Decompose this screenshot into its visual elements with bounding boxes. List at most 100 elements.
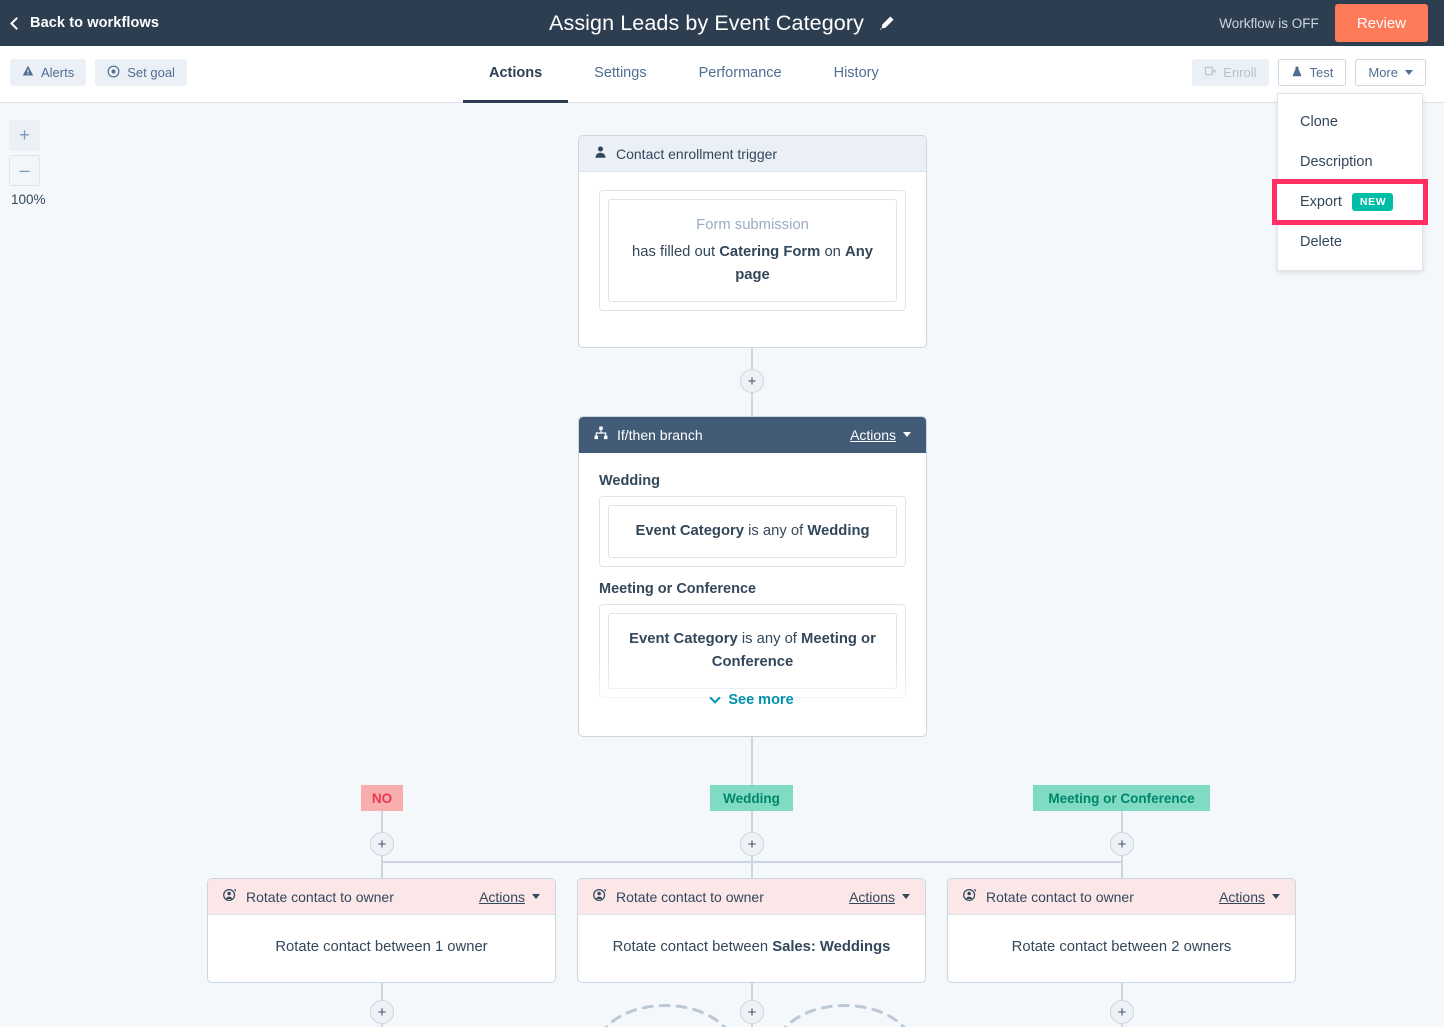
trigger-card-title: Contact enrollment trigger [616,145,778,162]
rotate-card-actions-menu-no[interactable]: Actions [479,889,540,905]
tab-settings[interactable]: Settings [594,65,647,81]
add-step-wedding-branch[interactable]: + [740,832,764,856]
trigger-filter-inner: Form submission has filled out Catering … [608,199,897,302]
rotate-body-value-no: 1 owner [434,939,488,955]
goto-connection-arcs [604,1004,906,1027]
trigger-filter-type: Form submission [696,217,809,233]
branch-pill-no: NO [361,785,403,811]
add-step-below-rotate-wedding[interactable]: + [740,1000,764,1024]
test-button[interactable]: Test [1277,59,1347,86]
branch-card-actions-menu[interactable]: Actions [850,427,911,443]
add-step-no-branch[interactable]: + [370,832,394,856]
see-more-link[interactable]: See more [579,692,926,708]
branch-card-header: If/then branch Actions [579,417,926,453]
enroll-button[interactable]: Enroll [1192,59,1269,86]
rotate-contact-card-meeting[interactable]: Rotate contact to owner Actions Rotate c… [947,878,1296,983]
trigger-filter-detail: has filled out Catering Form on Any page [625,241,880,287]
trigger-filter-mid: on [820,243,846,260]
branch-icon [594,426,608,443]
tab-history[interactable]: History [833,65,879,81]
back-to-workflows-label: Back to workflows [30,15,160,31]
chevron-left-icon [10,16,23,30]
menu-item-description[interactable]: Description [1278,142,1422,182]
nav-bar: Alerts Set goal Actions Settings Perform… [0,46,1444,103]
branch-filter-outer-wedding: Event Category is any of Wedding [599,496,906,567]
rotate-card-body-meeting: Rotate contact between 2 owners [948,915,1295,979]
nav-left-group: Alerts Set goal [10,59,187,86]
more-button[interactable]: More [1355,59,1426,86]
connector-no-down [381,804,383,914]
add-step-meeting-branch[interactable]: + [1110,832,1134,856]
zoom-controls: + – 100% [9,120,49,207]
trigger-filter-outer: Form submission has filled out Catering … [599,190,906,311]
enroll-label: Enroll [1223,65,1257,80]
review-button[interactable]: Review [1334,4,1428,42]
alerts-button[interactable]: Alerts [10,59,87,86]
add-step-below-rotate-no[interactable]: + [370,1000,394,1024]
branch-filter-inner-meeting: Event Category is any of Meeting or Conf… [608,612,897,689]
zoom-in-button[interactable]: + [9,120,40,151]
rotate-card-title-wedding: Rotate contact to owner [616,888,764,905]
enroll-icon [1204,65,1217,80]
tab-actions[interactable]: Actions [463,46,569,103]
rotate-contact-card-no[interactable]: Rotate contact to owner Actions Rotate c… [207,878,556,983]
chevron-down-icon [709,692,722,704]
rotate-body-prefix-wedding: Rotate contact between [612,939,773,955]
topbar-right-group: Workflow is OFF Review [1219,0,1428,46]
branch-name-meeting: Meeting or Conference [599,580,757,597]
person-icon [594,145,607,162]
caret-down-icon [1272,894,1280,899]
branch-card-body: Wedding Event Category is any of Wedding… [579,453,926,698]
rotate-card-actions-menu-wedding[interactable]: Actions [849,889,910,905]
set-goal-button[interactable]: Set goal [95,59,187,86]
connector-meeting-down [1121,804,1123,914]
tab-performance[interactable]: Performance [698,65,782,81]
add-step-below-rotate-meeting[interactable]: + [1110,1000,1134,1024]
zoom-out-button[interactable]: – [9,155,40,186]
rotate-contact-card-wedding[interactable]: Rotate contact to owner Actions Rotate c… [577,878,926,983]
target-icon [107,65,120,81]
add-step-between-trigger-and-branch[interactable]: + [740,369,764,393]
rotate-card-actions-menu-meeting[interactable]: Actions [1219,889,1280,905]
new-badge: NEW [1351,193,1394,211]
menu-item-clone[interactable]: Clone [1278,102,1422,142]
rotate-body-prefix-meeting: Rotate contact between [1011,939,1172,955]
workflow-status-text: Workflow is OFF [1219,15,1319,31]
alert-triangle-icon [22,65,34,80]
caret-down-icon [532,894,540,899]
back-to-workflows-link[interactable]: Back to workflows [10,15,160,31]
trigger-filter-prefix: has filled out [632,243,720,260]
rotate-card-header-meeting: Rotate contact to owner Actions [948,879,1295,915]
menu-item-export[interactable]: Export NEW [1272,179,1428,225]
branch-name-wedding: Wedding [599,473,660,489]
trigger-filter-page: Any page [735,243,873,283]
top-bar: Back to workflows Assign Leads by Event … [0,0,1444,46]
caret-down-icon [1405,70,1413,75]
page-title: Assign Leads by Event Category [549,10,864,35]
rotate-owner-icon [223,888,237,905]
rotate-card-header-wedding: Rotate contact to owner Actions [578,879,925,915]
caret-down-icon [903,432,911,437]
nav-right-group: Enroll Test More [1192,59,1426,86]
rotate-actions-label-meeting: Actions [1219,888,1265,905]
branch-prop-meeting: Event Category [629,630,738,647]
rotate-actions-label-wedding: Actions [849,888,895,905]
branch-filter-outer-meeting: Event Category is any of Meeting or Conf… [599,603,906,698]
trigger-card-body: Form submission has filled out Catering … [579,172,926,329]
rotate-card-title-meeting: Rotate contact to owner [986,888,1134,905]
branch-op-meeting: is any of [737,630,802,647]
menu-item-export-label: Export [1300,194,1342,210]
more-dropdown-menu: Clone Description Export NEW Delete [1272,93,1428,271]
if-then-branch-card[interactable]: If/then branch Actions Wedding Event Cat… [578,416,927,737]
connector-wedding-down [751,804,753,914]
rotate-actions-label-no: Actions [479,888,525,905]
workflow-canvas[interactable]: + – 100% + Contact enrollment trigger Fo… [0,104,1444,1027]
caret-down-icon [902,894,910,899]
pencil-icon[interactable] [878,15,895,32]
rotate-card-header-no: Rotate contact to owner Actions [208,879,555,915]
rotate-card-body-no: Rotate contact between 1 owner [208,915,555,979]
menu-item-delete[interactable]: Delete [1278,222,1422,262]
trigger-card-header: Contact enrollment trigger [579,136,926,172]
contact-enrollment-trigger-card[interactable]: Contact enrollment trigger Form submissi… [578,135,927,348]
zoom-percent-label: 100% [11,192,46,207]
